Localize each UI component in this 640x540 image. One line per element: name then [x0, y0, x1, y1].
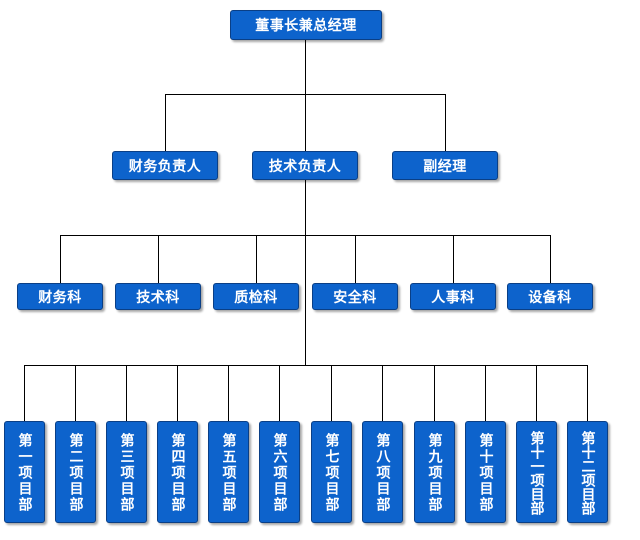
- finance-dept-box: 财务科: [17, 283, 103, 310]
- safety-dept-box: 安全科: [312, 283, 398, 310]
- tech-head-box: 技术负责人: [252, 151, 358, 180]
- chairman-gm-box: 董事长兼总经理: [230, 10, 382, 40]
- hr-dept-box: 人事科: [410, 283, 496, 310]
- project-dept-10-box: 第十项目部: [465, 421, 506, 523]
- project-dept-12-box: 第十二项目部: [567, 421, 608, 523]
- project-dept-9-box: 第九项目部: [414, 421, 455, 523]
- project-dept-2-box: 第二项目部: [55, 421, 96, 523]
- deputy-manager-box: 副经理: [392, 151, 498, 180]
- tech-dept-box: 技术科: [115, 283, 201, 310]
- project-dept-11-box: 第十一项目部: [516, 421, 557, 523]
- equipment-dept-box: 设备科: [507, 283, 593, 310]
- project-dept-1-box: 第一项目部: [4, 421, 45, 523]
- finance-head-box: 财务负责人: [112, 151, 218, 180]
- project-dept-4-box: 第四项目部: [157, 421, 198, 523]
- project-dept-6-box: 第六项目部: [259, 421, 300, 523]
- project-dept-5-box: 第五项目部: [208, 421, 249, 523]
- qc-dept-box: 质检科: [213, 283, 299, 310]
- project-dept-3-box: 第三项目部: [106, 421, 147, 523]
- project-dept-7-box: 第七项目部: [311, 421, 352, 523]
- project-dept-8-box: 第八项目部: [362, 421, 403, 523]
